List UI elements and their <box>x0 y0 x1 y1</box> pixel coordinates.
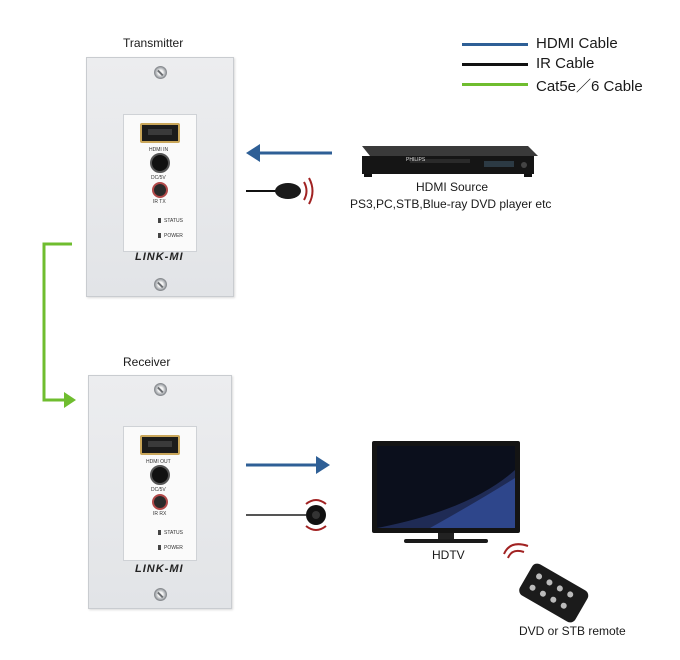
receiver-port-dc-label: DC/5V <box>151 487 166 493</box>
hdmi-input-arrow <box>246 144 332 162</box>
transmitter-title: Transmitter <box>123 36 184 50</box>
remote-title: DVD or STB remote <box>519 624 626 638</box>
status-led <box>158 530 161 535</box>
hdmi-output-arrow <box>246 456 330 474</box>
receiver-brand: LINK-MI <box>135 563 184 575</box>
hdmi-port-icon <box>140 123 180 143</box>
legend-line-cat <box>462 83 528 86</box>
display-title: HDTV <box>432 548 465 562</box>
dvd-brand-label: PHILIPS <box>406 157 426 163</box>
ir-jack-icon <box>152 182 168 198</box>
power-led <box>158 545 161 550</box>
receiver-port-ir-label: IR RX <box>153 511 167 517</box>
remote-icon <box>503 543 589 623</box>
tv-icon <box>372 441 520 543</box>
legend-label-cat: Cat5e／6 Cable <box>536 78 643 95</box>
receiver-plate: HDMI OUT DC/5V IR RX STATUS POWER LINK-M… <box>88 375 232 609</box>
hdmi-port-icon <box>140 435 180 455</box>
receiver-port-hdmi-label: HDMI OUT <box>146 459 171 465</box>
legend-line-hdmi <box>462 43 528 46</box>
status-led <box>158 218 161 223</box>
dc-jack-icon <box>150 153 170 173</box>
arrow-icon <box>64 392 76 408</box>
transmitter-led-status-label: STATUS <box>164 218 183 224</box>
legend-line-ir <box>462 63 528 66</box>
arrow-icon <box>246 144 260 162</box>
transmitter-port-dc-label: DC/5V <box>151 175 166 181</box>
transmitter-brand: LINK-MI <box>135 251 184 263</box>
receiver-insert: HDMI OUT DC/5V IR RX STATUS POWER <box>123 426 197 561</box>
transmitter-port-hdmi-label: HDMI IN <box>149 147 169 153</box>
screw-icon <box>154 66 167 79</box>
receiver-led-power-label: POWER <box>164 545 183 551</box>
transmitter-plate: HDMI IN DC/5V IR TX STATUS POWER LINK-MI <box>86 57 234 297</box>
receiver-led-status-label: STATUS <box>164 530 183 536</box>
dvd-player-icon <box>362 146 538 177</box>
ir-emitter-icon <box>246 177 314 205</box>
legend-label-ir: IR Cable <box>536 55 595 72</box>
screw-icon <box>154 383 167 396</box>
legend-label-hdmi: HDMI Cable <box>536 35 618 52</box>
dc-jack-icon <box>150 465 170 485</box>
arrow-icon <box>316 456 330 474</box>
ir-receiver-icon <box>246 499 327 531</box>
cat5e-cable-arrow <box>42 242 76 408</box>
receiver-title: Receiver <box>123 355 171 369</box>
source-subtitle: PS3,PC,STB,Blue-ray DVD player etc <box>350 197 552 211</box>
screw-icon <box>154 588 167 601</box>
source-title: HDMI Source <box>416 180 489 194</box>
power-led <box>158 233 161 238</box>
transmitter-port-ir-label: IR TX <box>153 199 166 205</box>
transmitter-insert: HDMI IN DC/5V IR TX STATUS POWER <box>123 114 197 252</box>
ir-jack-icon <box>152 494 168 510</box>
screw-icon <box>154 278 167 291</box>
transmitter-led-power-label: POWER <box>164 233 183 239</box>
